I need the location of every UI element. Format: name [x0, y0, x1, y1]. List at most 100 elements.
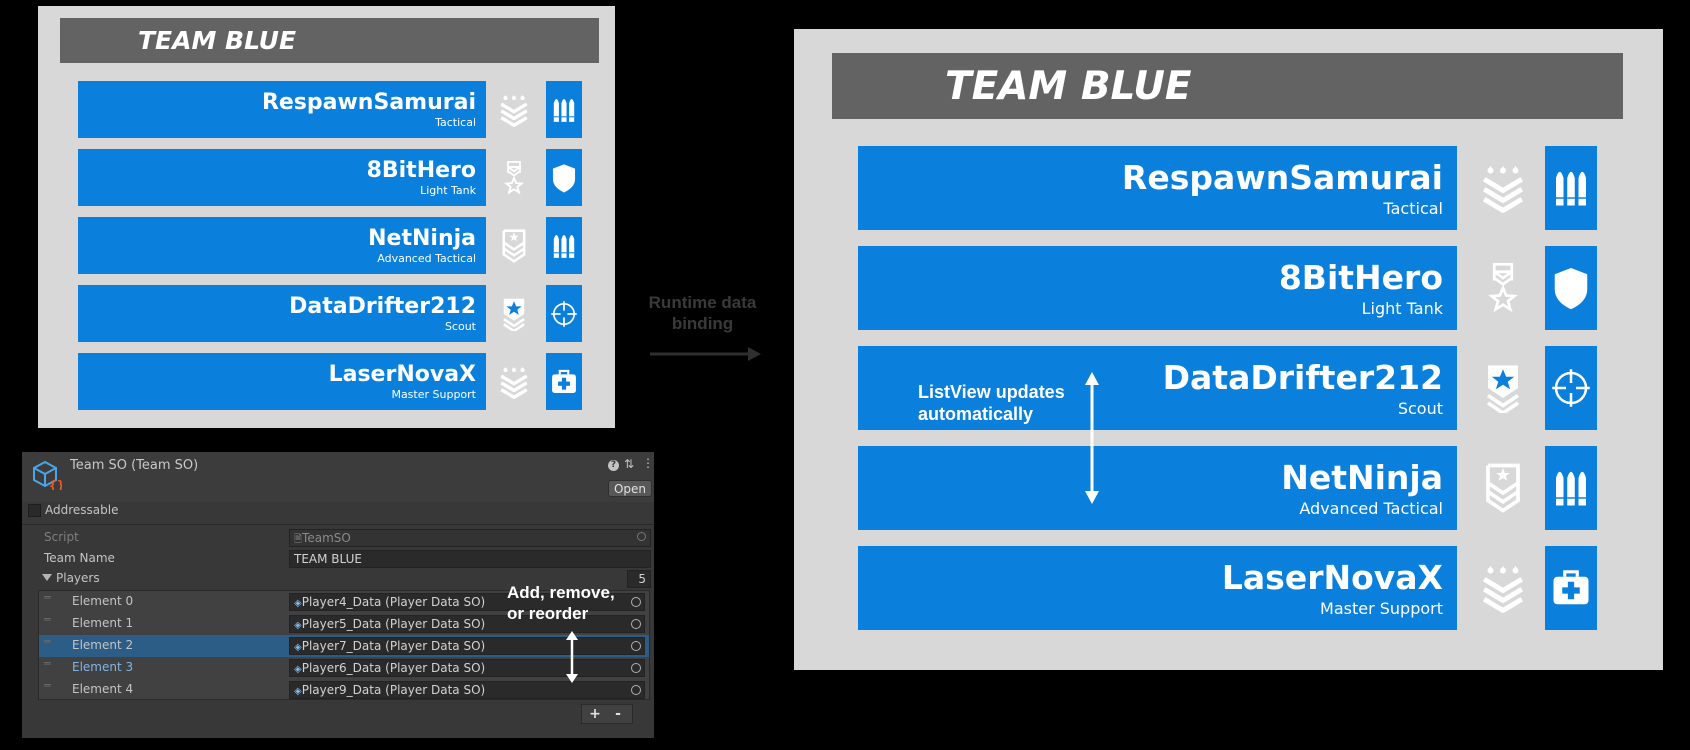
- drag-handle-icon[interactable]: ═: [44, 657, 51, 670]
- player-name: LaserNovaX: [328, 362, 476, 387]
- script-label: Script: [44, 530, 79, 544]
- reorder-arrow-icon: [566, 631, 578, 683]
- reorder-annotation: Add, remove, or reorder: [507, 582, 615, 624]
- scriptable-object-icon: {}: [33, 460, 62, 490]
- element-object-field[interactable]: ◈Player9_Data (Player Data SO): [289, 681, 645, 699]
- chevron-three-stars-icon: [1477, 146, 1529, 230]
- player-name: 8BitHero: [1278, 258, 1443, 297]
- element-label[interactable]: Element 2: [72, 638, 134, 652]
- bullets-icon: [1545, 146, 1597, 230]
- shield-icon: [546, 149, 582, 206]
- listview-annotation: ListView updates automatically: [918, 381, 1065, 425]
- chevron-three-stars-icon: [496, 81, 532, 138]
- drag-handle-icon[interactable]: ═: [44, 635, 51, 648]
- element-object-field[interactable]: ◈Player7_Data (Player Data SO): [289, 637, 645, 655]
- divider: [22, 524, 654, 525]
- player-name: NetNinja: [1281, 458, 1443, 497]
- object-picker-icon[interactable]: [631, 619, 641, 629]
- drag-handle-icon[interactable]: ═: [44, 613, 51, 626]
- binding-label: Runtime data binding: [630, 292, 775, 334]
- player-role: Advanced Tactical: [377, 252, 476, 265]
- team-name-input[interactable]: TEAM BLUE: [289, 550, 651, 568]
- bullets-icon: [546, 217, 582, 274]
- object-picker-icon[interactable]: [631, 641, 641, 651]
- more-options-icon[interactable]: ⋮: [642, 456, 654, 470]
- object-picker-icon[interactable]: [631, 685, 641, 695]
- element-object-field[interactable]: ◈Player4_Data (Player Data SO): [289, 593, 645, 611]
- player-name: 8BitHero: [366, 158, 476, 183]
- inspector-title: Team SO (Team SO): [70, 458, 199, 473]
- crosshair-icon: [1545, 346, 1597, 430]
- player-role: Master Support: [391, 388, 476, 401]
- player-name: NetNinja: [368, 226, 476, 251]
- player-role: Scout: [1397, 399, 1443, 418]
- chevron-three-stars-icon: [496, 353, 532, 410]
- player-role: Advanced Tactical: [1299, 499, 1443, 518]
- element-value: Player5_Data (Player Data SO): [301, 617, 486, 631]
- add-remove-box: [581, 704, 633, 724]
- remove-element-button[interactable]: -: [615, 706, 621, 722]
- preset-icon[interactable]: ⇅: [624, 457, 635, 471]
- player-name: RespawnSamurai: [1121, 158, 1443, 197]
- asset-icon: ◈: [294, 642, 302, 653]
- help-icon[interactable]: ?: [608, 460, 619, 471]
- chevron-three-stars-icon: [1477, 546, 1529, 630]
- element-object-field[interactable]: ◈Player6_Data (Player Data SO): [289, 659, 645, 677]
- foldout-arrow-icon[interactable]: [42, 574, 52, 581]
- team-name-label: Team Name: [44, 551, 115, 565]
- team-title: TEAM BLUE: [945, 63, 1192, 109]
- drag-handle-icon[interactable]: ═: [44, 591, 51, 604]
- bullets-icon: [546, 81, 582, 138]
- player-name: RespawnSamurai: [261, 90, 476, 115]
- medkit-icon: [1545, 546, 1597, 630]
- asset-icon: ◈: [294, 686, 302, 697]
- player-role: Tactical: [1383, 199, 1444, 218]
- reorder-annotation-line2: or reorder: [507, 604, 589, 623]
- medal-star-icon: [1477, 246, 1529, 330]
- asset-icon: ◈: [294, 620, 302, 631]
- drag-handle-icon[interactable]: ═: [44, 679, 51, 692]
- crosshair-icon: [546, 285, 582, 342]
- bullets-icon: [1545, 446, 1597, 530]
- player-role: Master Support: [1320, 599, 1443, 618]
- player-name: DataDrifter212: [1162, 358, 1443, 397]
- player-role: Scout: [444, 320, 476, 333]
- players-foldout-label[interactable]: Players: [56, 571, 100, 585]
- open-button[interactable]: Open: [608, 480, 652, 497]
- star-chevron-badge-icon: [1477, 446, 1529, 530]
- svg-text:{}: {}: [49, 479, 62, 490]
- element-object-field[interactable]: ◈Player5_Data (Player Data SO): [289, 615, 645, 633]
- element-label[interactable]: Element 3: [72, 660, 134, 674]
- element-label[interactable]: Element 0: [72, 594, 134, 608]
- player-name: LaserNovaX: [1221, 558, 1443, 597]
- element-label[interactable]: Element 4: [72, 682, 134, 696]
- script-field: 🗎TeamSO: [289, 529, 651, 547]
- element-value: Player4_Data (Player Data SO): [301, 595, 486, 609]
- script-file-icon: 🗎: [294, 534, 303, 545]
- element-label[interactable]: Element 1: [72, 616, 134, 630]
- object-picker-icon[interactable]: [631, 663, 641, 673]
- script-picker-icon: [637, 532, 646, 541]
- addressable-checkbox[interactable]: [28, 504, 41, 517]
- asset-icon: ◈: [294, 598, 302, 609]
- players-count-field[interactable]: 5: [627, 570, 651, 588]
- star-badge-icon: [496, 285, 532, 342]
- add-element-button[interactable]: +: [589, 706, 601, 722]
- reorder-annotation-line1: Add, remove,: [507, 583, 615, 602]
- inspector-header: [22, 452, 654, 502]
- object-picker-icon[interactable]: [631, 597, 641, 607]
- shield-icon: [1545, 246, 1597, 330]
- inspector-panel: {} Team SO (Team SO) ? ⇅ ⋮ Open Addressa…: [22, 452, 654, 738]
- player-role: Light Tank: [1361, 299, 1443, 318]
- star-chevron-badge-icon: [496, 217, 532, 274]
- player-name: DataDrifter212: [289, 294, 476, 319]
